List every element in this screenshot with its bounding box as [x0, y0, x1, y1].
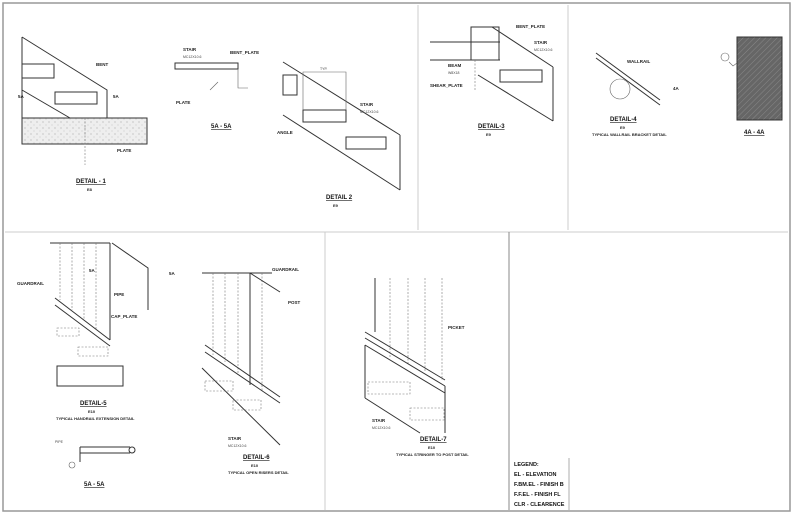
beam-spec: W8X18 — [448, 71, 460, 75]
detail-3: BENT_PLATE STAIR MC12X10.6 BEAM W8X18 SH… — [430, 24, 554, 137]
stair-label: STAIR — [534, 40, 548, 45]
plate-label: PLATE — [117, 148, 131, 153]
detail-1-scale: E8 — [87, 187, 93, 192]
detail-1: 5A 5A BENT PLATE DETAIL - 1 E8 — [18, 36, 148, 192]
legend: LEGEND: EL - ELEVATION F.BM.EL - FINISH … — [514, 458, 570, 510]
stair-label: STAIR — [183, 47, 197, 52]
legend-item: F.BM.EL - FINISH B — [514, 482, 564, 488]
section-5a-title: 5A - 5A — [211, 124, 232, 130]
detail-7: PICKET STAIR MC12X10.6 DETAIL-7 E10 TYPI… — [364, 278, 469, 457]
stair-label: STAIR — [372, 418, 386, 423]
section-cut-marker: 5A — [89, 268, 96, 273]
pipe-label: PIPE — [55, 440, 64, 444]
stair-spec: MC12X10.6 — [360, 110, 379, 114]
picket-label: PICKET — [448, 325, 465, 330]
detail-4: WALLRAIL 4A DETAIL-4 E9 TYPICAL WALLRAIL… — [592, 52, 680, 137]
section-5a-top: STAIR MC12X10.6 BENT_PLATE PLATE 5A - 5A — [174, 47, 259, 130]
detail-6: GUARDRAIL POST STAIR MC12X10.6 DETAIL-6 … — [201, 267, 301, 475]
detail-5-caption: TYPICAL HANDRAIL EXTENSION DETAIL — [56, 416, 135, 421]
section-cut-marker: 5A — [169, 271, 176, 276]
guardrail-label: GUARDRAIL — [272, 267, 299, 272]
detail-5-scale: E10 — [88, 409, 96, 414]
stair-label: STAIR — [360, 102, 374, 107]
legend-item: F.F.EL - FINISH FL — [514, 492, 561, 498]
legend-title: LEGEND: — [514, 462, 539, 468]
detail-4-title: DETAIL-4 — [610, 117, 637, 123]
detail-6-scale: E10 — [251, 463, 259, 468]
plate-label: PLATE — [176, 100, 190, 105]
detail-2-scale: E9 — [333, 203, 339, 208]
section-4a: 4A - 4A — [720, 36, 783, 136]
detail-7-title: DETAIL-7 — [420, 437, 447, 443]
detail-2: TYP. STAIR MC12X10.6 ANGLE DETAIL 2 E9 — [277, 61, 401, 208]
sheet-frame — [2, 2, 791, 512]
section-5a-bottom: PIPE 5A - 5A — [55, 440, 136, 488]
pipe-label: PIPE — [114, 292, 124, 297]
section-cut-marker: 5A — [113, 94, 120, 99]
section-4a-title: 4A - 4A — [744, 130, 765, 136]
cap-plate-label: CAP_PLATE — [111, 314, 137, 319]
detail-7-scale: E10 — [428, 445, 436, 450]
stair-spec: MC12X10.6 — [228, 444, 247, 448]
beam-label: BEAM — [448, 63, 462, 68]
stair-spec: MC12X10.6 — [183, 55, 202, 59]
detail-7-caption: TYPICAL STRINGER TO POST DETAIL — [396, 452, 469, 457]
angle-label: ANGLE — [277, 130, 293, 135]
bent-label: BENT — [96, 62, 109, 67]
bent-plate-label: BENT_PLATE — [230, 50, 259, 55]
detail-2-title: DETAIL 2 — [326, 195, 353, 201]
detail-3-scale: E9 — [486, 132, 492, 137]
detail-5-title: DETAIL-5 — [80, 401, 107, 407]
detail-6-caption: TYPICAL OPEN RISERS DETAIL — [228, 470, 289, 475]
detail-4-caption: TYPICAL WALLRAIL BRACKET DETAIL — [592, 132, 667, 137]
section-cut-marker: 4A — [673, 86, 680, 91]
legend-item: EL - ELEVATION — [514, 472, 557, 478]
detail-4-scale: E9 — [620, 125, 626, 130]
post-label: POST — [288, 300, 301, 305]
wallrail-label: WALLRAIL — [627, 59, 650, 64]
shear-plate-label: SHEAR_PLATE — [430, 83, 463, 88]
section-cut-marker: 5A — [18, 94, 25, 99]
section-5a-bottom-title: 5A - 5A — [84, 482, 105, 488]
stair-label: STAIR — [228, 436, 242, 441]
bent-plate-label: BENT_PLATE — [516, 24, 545, 29]
detail-5: 5A 5A GUARDRAIL PIPE CAP_PLATE DETAIL-5 … — [17, 242, 176, 421]
typ-dimension: TYP. — [320, 67, 327, 71]
stair-spec: MC12X10.6 — [534, 48, 553, 52]
legend-item: CLR - CLEARENCE — [514, 502, 565, 508]
detail-6-title: DETAIL-6 — [243, 455, 270, 461]
stair-spec: MC12X10.6 — [372, 426, 391, 430]
guardrail-label: GUARDRAIL — [17, 281, 44, 286]
detail-3-title: DETAIL-3 — [478, 124, 505, 130]
detail-1-title: DETAIL - 1 — [76, 179, 106, 185]
